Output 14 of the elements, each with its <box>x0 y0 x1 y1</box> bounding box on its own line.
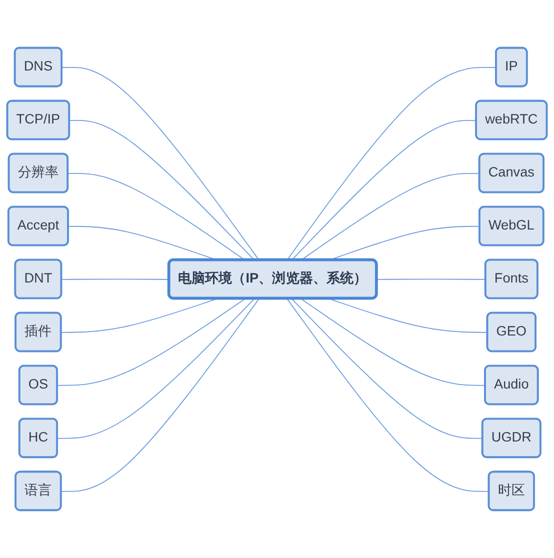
connector <box>286 66 497 261</box>
connector <box>60 298 218 333</box>
connector <box>68 172 246 261</box>
connector <box>60 298 260 492</box>
connector <box>300 298 486 386</box>
connector <box>62 66 260 261</box>
connector <box>57 298 246 386</box>
connector <box>376 278 486 280</box>
connector <box>57 298 255 439</box>
connector <box>286 298 490 492</box>
connector <box>291 120 477 261</box>
connector <box>300 172 480 261</box>
connector <box>291 298 484 439</box>
connector <box>69 120 255 261</box>
